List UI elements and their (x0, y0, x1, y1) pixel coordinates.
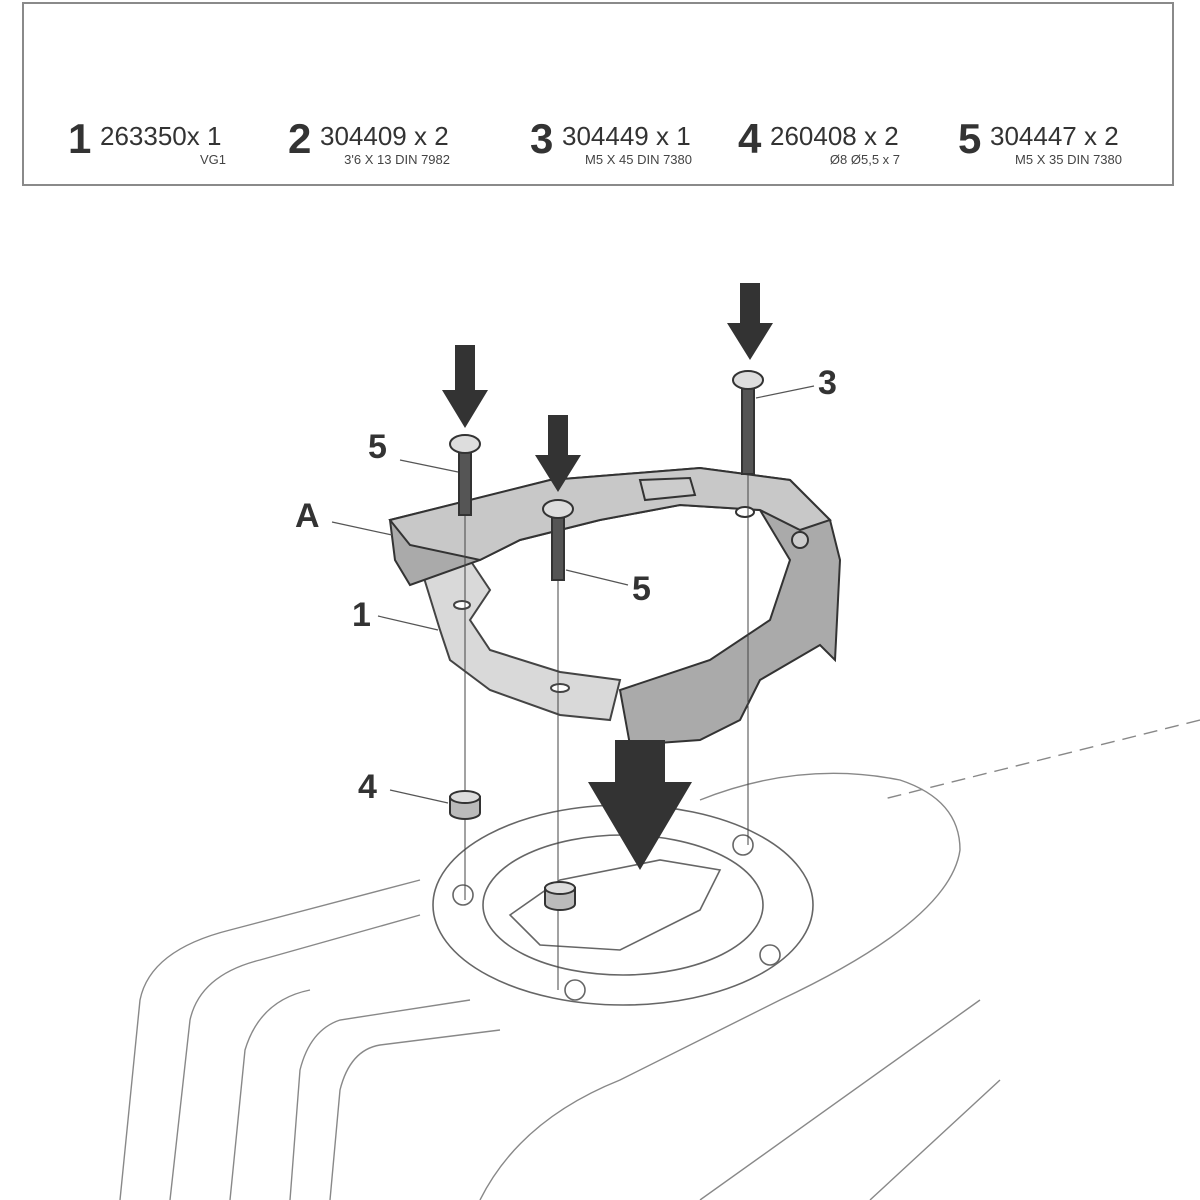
part-number: 5 (958, 115, 982, 162)
fuel-tank-outline (119, 719, 1200, 1200)
part-item-5: 5 304447 x 2 M5 X 35 DIN 7380 (958, 116, 1122, 176)
part-item-2: 2 304409 x 2 3'6 X 13 DIN 7982 (288, 116, 450, 176)
callout-spacer: 4 (358, 768, 377, 806)
parts-list: 1 263350x 1 VG1 2 304409 x 2 3'6 X 13 DI… (22, 2, 1174, 186)
leader-lines (331, 385, 815, 804)
part-item-4: 4 260408 x 2 Ø8 Ø5,5 x 7 (738, 116, 900, 176)
mounting-plate (418, 558, 622, 722)
bolt-right-icon (732, 370, 764, 475)
part-spec: M5 X 45 DIN 7380 (585, 152, 692, 167)
part-code: 304449 x 1 (562, 121, 691, 151)
part-number: 3 (530, 115, 554, 162)
part-item-3: 3 304449 x 1 M5 X 45 DIN 7380 (530, 116, 692, 176)
tank-ring-bracket (388, 466, 842, 747)
part-code: 263350x 1 (100, 121, 222, 151)
callout-bracket: A (295, 497, 320, 535)
down-arrow-icon (442, 283, 773, 870)
part-spec: Ø8 Ø5,5 x 7 (829, 152, 900, 167)
callout-bolt-center: 5 (632, 570, 651, 608)
part-spec: 3'6 X 13 DIN 7982 (344, 152, 450, 167)
part-number: 2 (288, 115, 312, 162)
part-spec: VG1 (199, 152, 226, 167)
alignment-lines (464, 475, 749, 990)
bolt-left-icon (449, 434, 481, 516)
bolt-center-icon (542, 499, 574, 581)
part-number: 1 (68, 115, 92, 162)
callout-bolt-left: 5 (368, 428, 387, 466)
part-item-1: 1 263350x 1 VG1 (68, 116, 226, 176)
spacer-icon (449, 790, 576, 911)
part-code: 304409 x 2 (320, 121, 449, 151)
part-code: 304447 x 2 (990, 121, 1119, 151)
part-code: 260408 x 2 (770, 121, 899, 151)
part-number: 4 (738, 115, 762, 162)
callout-bolt-right: 3 (818, 364, 837, 402)
part-spec: M5 X 35 DIN 7380 (1015, 152, 1122, 167)
callout-plate: 1 (352, 596, 371, 634)
